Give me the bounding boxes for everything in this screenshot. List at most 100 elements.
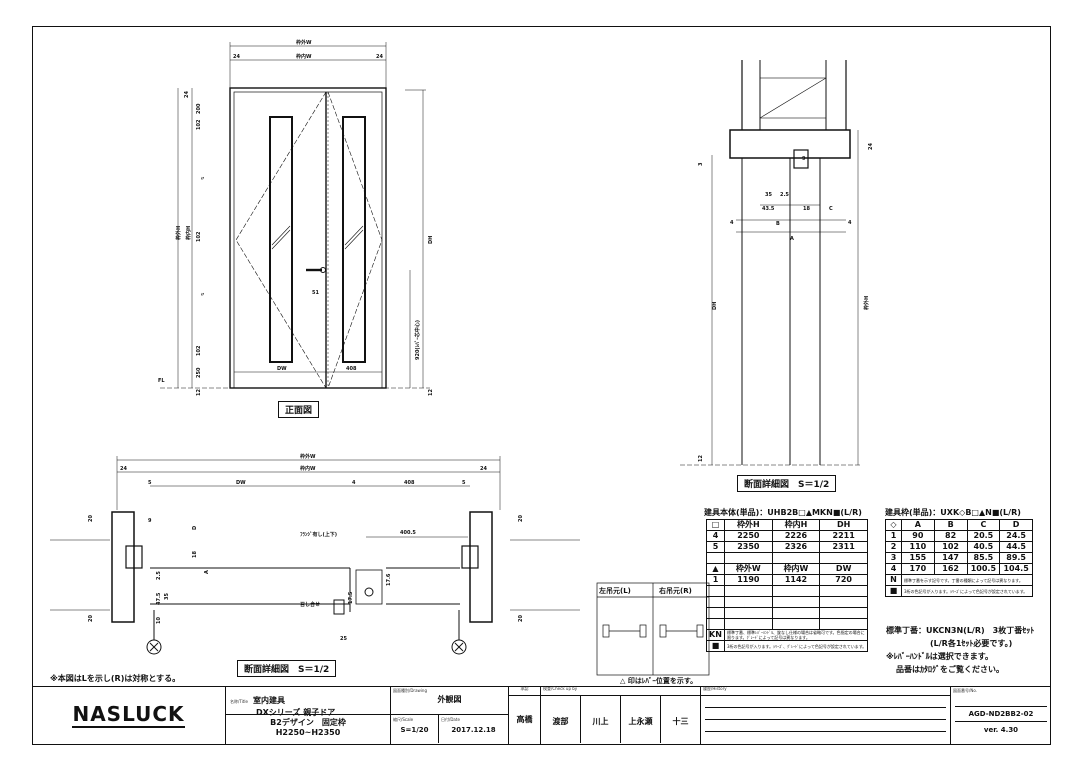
dim-18: 18 bbox=[803, 206, 810, 212]
dim-400-5: 400.5 bbox=[400, 530, 416, 536]
dim-dw: DW bbox=[236, 480, 246, 486]
nasluck-logo: NASLUCK bbox=[72, 702, 185, 728]
header: B bbox=[933, 519, 968, 531]
dim-47-5: 47.5 bbox=[156, 592, 162, 605]
scale-value: S=1/20 bbox=[400, 726, 429, 734]
dim-a: A bbox=[204, 570, 210, 574]
dim-24: 24 bbox=[233, 54, 240, 60]
cell: 104.5 bbox=[999, 563, 1033, 575]
lever-position-note: △ 印はﾚﾊﾞｰ位置を示す。 bbox=[620, 677, 698, 685]
number-cell: 図面番号/No. AGD-ND2BB2-02 ver. 4.30 bbox=[950, 686, 1051, 744]
dim-20: 20 bbox=[518, 515, 524, 522]
date-value: 2017.12.18 bbox=[451, 726, 496, 734]
cell: 162 bbox=[933, 563, 968, 575]
cell: 1 bbox=[706, 574, 725, 586]
dim-43-5: 43.5 bbox=[762, 206, 775, 212]
dim-250: 250 bbox=[196, 367, 202, 378]
cell: 170 bbox=[901, 563, 935, 575]
vertical-section-caption: 断面詳細図 S＝1/2 bbox=[737, 475, 837, 492]
dim-4: 4 bbox=[730, 220, 734, 226]
dim-24: 24 bbox=[376, 54, 383, 60]
drawing-border bbox=[32, 26, 1051, 745]
dim-outer-h: 枠外H bbox=[863, 296, 870, 310]
cell: 2350 bbox=[724, 541, 773, 553]
dim-20: 20 bbox=[88, 615, 94, 622]
dim-dh: DH bbox=[712, 302, 718, 310]
title-line-1: 室内建具 bbox=[253, 696, 286, 705]
checker: 十三 bbox=[672, 717, 689, 726]
dim-408: 408 bbox=[346, 366, 357, 372]
header: A bbox=[901, 519, 935, 531]
version: ver. 4.30 bbox=[983, 726, 1019, 734]
dim-inner-w: 枠内W bbox=[300, 465, 316, 472]
cell: 2226 bbox=[771, 530, 821, 542]
cell: 2211 bbox=[819, 530, 868, 542]
lever-note: ※ﾚﾊﾞｰﾊﾝﾄﾞﾙは選択できます。 bbox=[886, 652, 993, 661]
cell: 720 bbox=[819, 574, 868, 586]
dim-10: 10 bbox=[156, 617, 162, 624]
dim-c: C bbox=[829, 206, 833, 212]
history-label: 履歴/History bbox=[701, 686, 950, 696]
dim-24: 24 bbox=[480, 466, 487, 472]
dim-9: 9 bbox=[802, 156, 806, 162]
header: ▲ bbox=[706, 563, 725, 575]
header: C bbox=[966, 519, 1001, 531]
vertical-section bbox=[680, 60, 860, 466]
color-note: 3桁の色記号が入ります。ｼﾘｰｽﾞによって色記号が設定されています。 bbox=[901, 585, 1033, 597]
cell: 90 bbox=[901, 530, 935, 542]
header: 枠外H bbox=[724, 519, 773, 531]
scale-label: 縮尺/Scale bbox=[393, 717, 414, 722]
cell: 89.5 bbox=[999, 552, 1033, 564]
dim-12: 12 bbox=[428, 389, 434, 396]
approve-cell: 承認 高橋 bbox=[508, 686, 540, 744]
header: D bbox=[999, 519, 1033, 531]
dim-24: 24 bbox=[120, 466, 127, 472]
cell: 2250 bbox=[724, 530, 773, 542]
cell: 24.5 bbox=[999, 530, 1033, 542]
dim-dh: DH bbox=[428, 236, 434, 244]
dim-102: 102 bbox=[196, 231, 202, 242]
dim-2-5: 2.5 bbox=[780, 192, 789, 198]
dim-20: 20 bbox=[518, 615, 524, 622]
cell: 85.5 bbox=[966, 552, 1001, 564]
kn-label: KN bbox=[706, 629, 725, 641]
dim-d: D bbox=[192, 526, 198, 530]
flange-label: ﾌﾗﾝｼﾞ有し(上下) bbox=[300, 531, 337, 538]
dim-4: 4 bbox=[848, 220, 852, 226]
front-elevation-caption: 正面図 bbox=[278, 401, 320, 418]
dim-5: 5 bbox=[148, 480, 152, 486]
dim-35: 35 bbox=[765, 192, 772, 198]
header: ◇ bbox=[885, 519, 902, 531]
cell: 1 bbox=[885, 530, 902, 542]
dim-18: 18 bbox=[192, 551, 198, 558]
dim-200: 200 bbox=[196, 103, 202, 114]
title-label: 名称/Title bbox=[230, 699, 248, 704]
dim-inner-w: 枠内W bbox=[296, 53, 312, 60]
cell: 4 bbox=[706, 530, 725, 542]
dim-eq: 〃 bbox=[200, 176, 205, 182]
cell: 82 bbox=[933, 530, 968, 542]
logo-cell: NASLUCK bbox=[32, 686, 225, 744]
cell: 100.5 bbox=[966, 563, 1001, 575]
cell: 5 bbox=[706, 541, 725, 553]
cell: 110 bbox=[901, 541, 935, 553]
drawing-label: 図面種別/Drawing bbox=[393, 688, 427, 693]
dim-outer-h: 枠外H bbox=[175, 226, 182, 240]
header: 枠内W bbox=[771, 563, 821, 575]
front-elevation bbox=[160, 42, 430, 389]
dim-inner-h: 枠内H bbox=[185, 226, 192, 240]
dim-5: 5 bbox=[462, 480, 466, 486]
title-line-4: H2250~H2350 bbox=[275, 728, 341, 737]
dim-2-5: 2.5 bbox=[156, 571, 162, 580]
dim-b: B bbox=[776, 221, 780, 227]
drawing-type: 外観図 bbox=[437, 695, 462, 704]
dim-102: 102 bbox=[196, 119, 202, 130]
title-line-2: DXシリーズ 親子ドア bbox=[256, 708, 336, 717]
checker: 川上 bbox=[581, 696, 621, 743]
dim-12: 12 bbox=[698, 455, 704, 462]
